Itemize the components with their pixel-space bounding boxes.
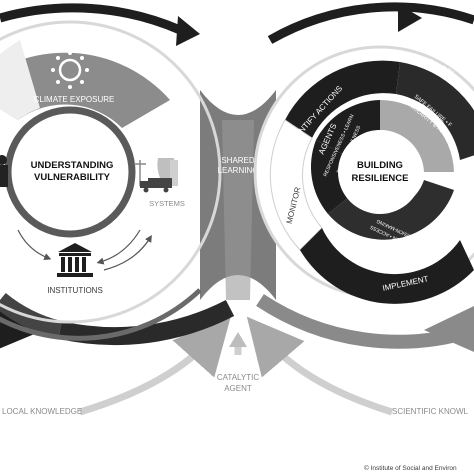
climate-exposure-wedge xyxy=(0,52,170,128)
climate-exposure-wedge-light xyxy=(0,40,40,120)
people-icon xyxy=(0,155,8,187)
left-outer-light-ring xyxy=(0,20,222,324)
scientific-knowledge-arrow xyxy=(246,316,394,416)
identify-actions-band xyxy=(285,60,400,138)
local-knowledge-arrow xyxy=(78,317,231,416)
local-knowledge-label: LOCAL KNOWLEDGE xyxy=(2,407,82,416)
implement-band xyxy=(300,228,474,304)
left-outer-ring-top xyxy=(0,3,182,35)
institutions-label-left: INSTITUTIONS xyxy=(47,286,103,295)
catalytic-agent-arrowhead xyxy=(229,332,247,347)
institutions-to-systems-arrow xyxy=(103,234,152,271)
understanding-vulnerability-title-2: VULNERABILITY xyxy=(34,172,111,183)
left-outer-ring-lower-left xyxy=(0,292,63,339)
left-top-arrowhead xyxy=(176,16,200,46)
institution-building-icon xyxy=(57,243,93,277)
systems-segment xyxy=(380,100,454,172)
agents-segment xyxy=(316,100,380,154)
copyright-credit: © Institute of Social and Environ xyxy=(364,464,457,472)
shared-learning-label-1: SHARED xyxy=(221,156,255,165)
truck-icon xyxy=(140,178,172,193)
shared-learning-label-2: LEARNING xyxy=(218,166,259,175)
understanding-vulnerability-title-1: UNDERSTANDING xyxy=(31,160,114,171)
right-inner-circle xyxy=(338,130,422,214)
catalytic-agent-label-1: CATALYTIC xyxy=(217,373,259,382)
bridge-fade xyxy=(222,120,254,300)
climate-exposure-label: CLIMATE EXPOSURE xyxy=(34,95,115,104)
scientific-knowledge-label: SCIENTIFIC KNOWL xyxy=(392,407,469,416)
right-outer-ring-top xyxy=(267,2,474,44)
people-to-institutions-arrow xyxy=(17,229,52,261)
systems-label: SYSTEMS xyxy=(149,199,185,208)
right-bottom-arrowhead xyxy=(424,306,474,352)
systems-to-institutions-arrow xyxy=(96,229,141,265)
monitor-band xyxy=(269,119,323,251)
catalytic-agent-label-2: AGENT xyxy=(224,384,252,393)
left-outer-grey-arc xyxy=(0,288,202,341)
left-outer-ring-bottom xyxy=(58,299,235,346)
sun-icon xyxy=(51,51,89,89)
building-resilience-title-1: BUILDING xyxy=(357,160,403,171)
prioritize-band xyxy=(396,62,474,160)
right-top-arrowhead xyxy=(398,4,422,32)
building-resilience-title-2: RESILIENCE xyxy=(351,173,408,184)
